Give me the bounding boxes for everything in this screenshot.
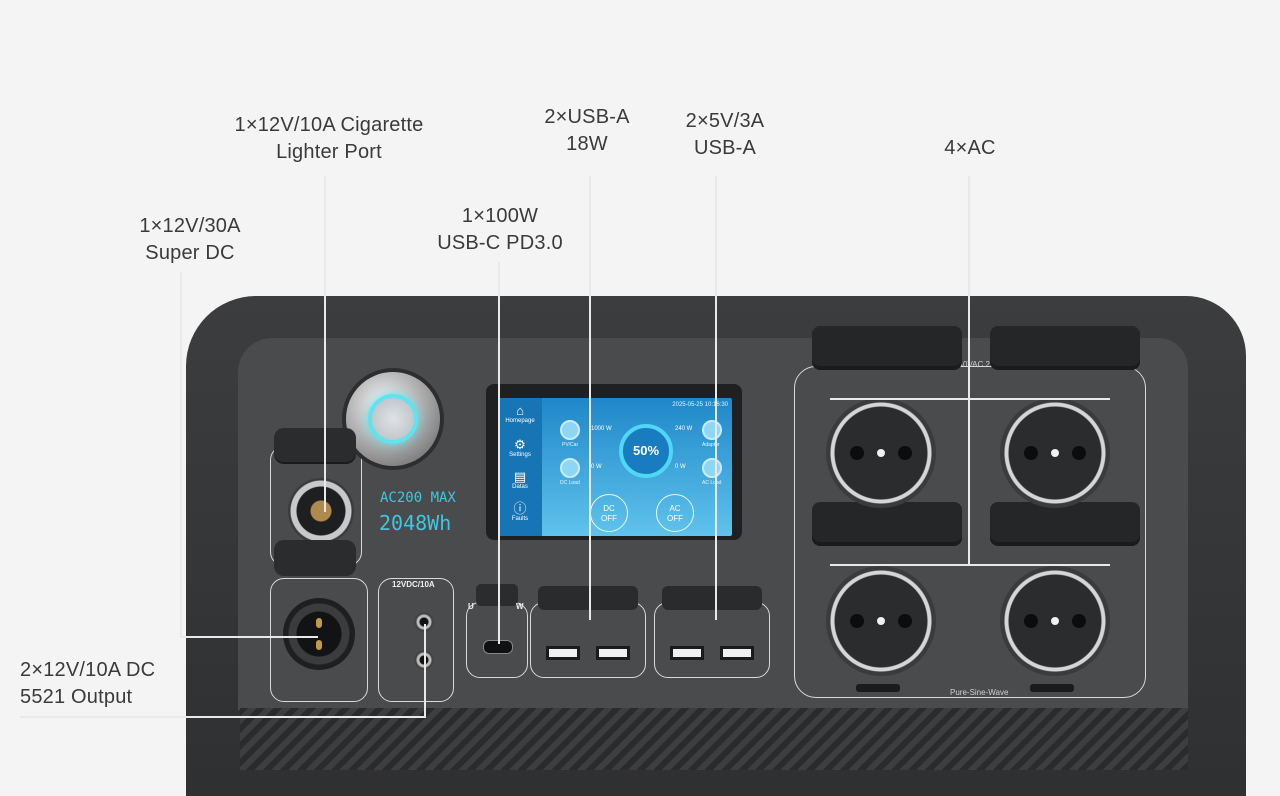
super-dc-pin (316, 640, 322, 650)
ac-input-label: INPUT 220-240VAC 2200W (912, 360, 1011, 369)
dc-load-label: DC Load (560, 480, 580, 486)
usb-c-label-right: W (516, 602, 524, 611)
cigarette-lighter-socket[interactable] (288, 478, 354, 544)
usb-a-5v-port-2[interactable] (720, 646, 754, 660)
usb-a-18w-port-2[interactable] (596, 646, 630, 660)
ac-outlet-3[interactable] (826, 566, 936, 676)
fault-icon: ⓘ (513, 501, 527, 516)
dc5521-label: 12VDC/10A (392, 580, 435, 589)
ac-load-value: 0 W (675, 464, 686, 470)
leader-line-ac-bottom (830, 564, 1110, 566)
power-button[interactable] (346, 372, 440, 466)
super-dc-pin (316, 618, 322, 628)
pv-car-value: 1000 W (591, 426, 612, 432)
ac-center-dot (877, 617, 885, 625)
menu-label: Settings (509, 452, 531, 458)
dc-load-value: 0 W (591, 464, 602, 470)
cigarette-port-cap[interactable] (274, 428, 356, 462)
ac-pin-hole (850, 614, 864, 628)
home-icon: ⌂ (516, 403, 524, 418)
usb-a-5v-port-1[interactable] (670, 646, 704, 660)
adaptor-icon (702, 420, 722, 440)
usb-a-18w-group-outline (530, 602, 646, 678)
screen-menu-homepage[interactable]: ⌂Homepage (502, 403, 538, 425)
ac-pin-hole (1024, 446, 1038, 460)
leader-line-super-dc-h (180, 636, 318, 638)
ac-load-icon (702, 458, 722, 478)
screen-menu-settings[interactable]: ⚙Settings (502, 437, 538, 459)
callout-ac: 4×AC (944, 137, 996, 159)
dc-load-icon (560, 458, 580, 478)
leader-line-usb-c (498, 262, 500, 644)
ac-pin-hole (1072, 614, 1086, 628)
ac-outlet-4[interactable] (1000, 566, 1110, 676)
usb-c-cover[interactable] (476, 584, 518, 606)
ac-pin-hole (1072, 446, 1086, 460)
ac-outlet-1[interactable] (826, 398, 936, 508)
ac-pin-hole (898, 446, 912, 460)
menu-label: Homepage (505, 418, 535, 424)
ac-cover-1[interactable] (812, 326, 962, 366)
callout-usb-c: 1×100W USB-C PD3.0 (437, 205, 563, 254)
usb-a-5v-cover[interactable] (662, 586, 762, 610)
leader-line-cigarette (324, 176, 326, 512)
capacity-label: 2048Wh (379, 511, 452, 535)
leader-line-usb-a-18w (589, 176, 591, 620)
ac-pin-hole (850, 446, 864, 460)
leader-line-dc5521-h (20, 716, 426, 718)
ac-cover-4[interactable] (990, 502, 1140, 542)
ac-cover-2[interactable] (990, 326, 1140, 366)
leader-line-ac (968, 176, 970, 564)
ac-center-dot (1051, 449, 1059, 457)
dc5521-group-outline (378, 578, 454, 702)
usb-a-18w-port-1[interactable] (546, 646, 580, 660)
ac-load-label: AC Load (702, 480, 722, 486)
pv-car-label: PV/Car (562, 442, 579, 448)
leader-line-usb-a-5v (715, 176, 717, 620)
screen-menu-datas[interactable]: ▤Datas (502, 469, 538, 491)
callout-usb-a-5v: 2×5V/3A USB-A (685, 110, 765, 159)
leader-line-dc5521 (424, 624, 426, 718)
adaptor-label: Adaptor (702, 442, 720, 448)
pure-sine-wave-label: Pure-Sine-Wave (950, 688, 1009, 697)
power-button-ring (368, 394, 418, 444)
callout-usb-a-18w: 2×USB-A 18W (544, 106, 630, 155)
super-dc-cap[interactable] (274, 540, 356, 576)
pv-car-icon (560, 420, 580, 440)
settings-icon: ⚙ (514, 437, 526, 452)
callout-dc5521: 2×12V/10A DC 5521 Output (20, 659, 156, 708)
adaptor-value: 240 W (675, 426, 693, 432)
ac-outlet-2[interactable] (1000, 398, 1110, 508)
ac-group-outline (794, 366, 1146, 698)
vent-grille (240, 708, 1188, 770)
callout-cigarette-lighter: 1×12V/10A Cigarette Lighter Port (234, 114, 424, 163)
leader-line-super-dc (180, 272, 182, 638)
ac-center-dot (1051, 617, 1059, 625)
ac-off-button[interactable]: AC OFF (656, 494, 694, 532)
screen-date: 2025-05-25 10:16:30 (672, 402, 728, 408)
data-icon: ▤ (513, 469, 527, 484)
ac-outlet-foot (1030, 684, 1074, 692)
ac-pin-hole (898, 614, 912, 628)
leader-line-ac-top (830, 398, 1110, 400)
menu-label: Datas (512, 484, 528, 490)
ac-outlet-foot (856, 684, 900, 692)
usb-a-5v-group-outline (654, 602, 770, 678)
callout-super-dc: 1×12V/30A Super DC (139, 215, 241, 264)
menu-label: Faults (511, 516, 529, 522)
dc-off-button[interactable]: DC OFF (590, 494, 628, 532)
usb-a-18w-cover[interactable] (538, 586, 638, 610)
dc-group-outline (270, 578, 368, 702)
dc5521-jack-1[interactable] (414, 612, 434, 632)
model-name: AC200 MAX (380, 490, 456, 506)
usb-c-label-left: U (468, 602, 474, 611)
ac-center-dot (877, 449, 885, 457)
battery-percent-ring: 50% (619, 424, 673, 478)
super-dc-socket[interactable] (283, 598, 355, 670)
ac-cover-3[interactable] (812, 502, 962, 542)
ac-pin-hole (1024, 614, 1038, 628)
